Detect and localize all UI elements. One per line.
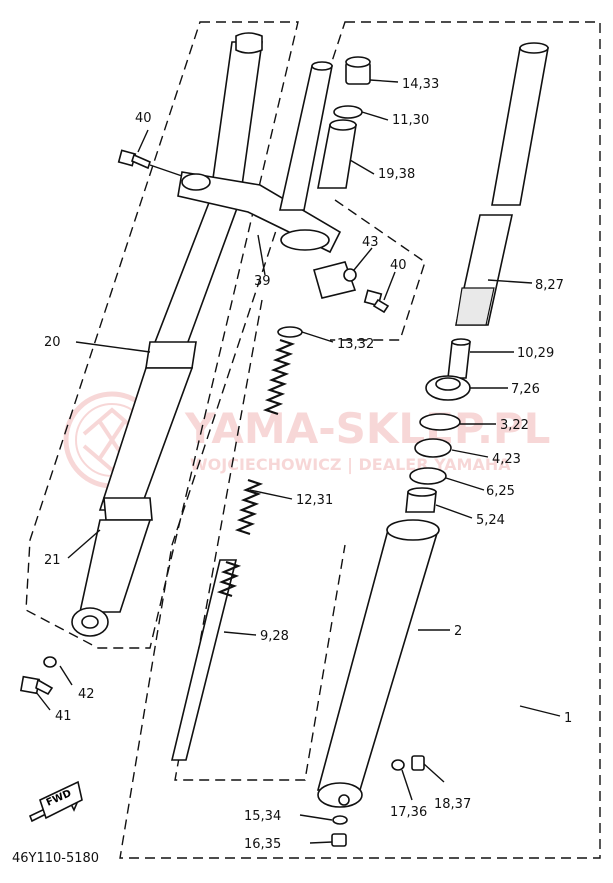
- watermark-subtitle: WOJCIECHOWICZ | DEALER YAMAHA: [190, 455, 511, 475]
- label-10: 10,29: [517, 346, 554, 361]
- seal-7: [425, 375, 471, 401]
- bracket-group-outline: [330, 199, 426, 341]
- washer-17: [391, 759, 405, 771]
- bushing-5: [405, 487, 437, 513]
- label-2: 2: [454, 624, 462, 639]
- washer-13: [277, 326, 303, 338]
- label-17: 17,36: [390, 805, 427, 820]
- label-6: 6,25: [486, 484, 515, 499]
- label-12: 12,31: [296, 493, 333, 508]
- label-3: 3,22: [500, 418, 529, 433]
- label-43: 43: [362, 235, 379, 250]
- clip-3: [419, 413, 461, 431]
- damper-group-outline: [174, 299, 346, 781]
- label-19: 19,38: [378, 167, 415, 182]
- label-40-right: 40: [390, 258, 407, 273]
- seal-4: [414, 438, 452, 458]
- washer-42: [43, 656, 57, 668]
- label-41: 41: [55, 709, 72, 724]
- o-ring-11: [333, 105, 363, 119]
- label-39: 39: [254, 274, 271, 289]
- damper-rod-9: [170, 559, 238, 761]
- bolt-41: [19, 675, 54, 696]
- label-5: 5,24: [476, 513, 505, 528]
- left-fork-group-outline: [25, 21, 299, 649]
- diagram-code: 46Y110-5180: [12, 851, 99, 866]
- bolt-16: [331, 833, 347, 847]
- label-20: 20: [44, 335, 61, 350]
- bolt-40-right: [363, 289, 390, 314]
- label-1: 1: [564, 711, 572, 726]
- label-21: 21: [44, 553, 61, 568]
- cap-bolt-14: [345, 56, 371, 85]
- bolt-18: [411, 755, 425, 771]
- left-fork-assembly: [71, 32, 342, 637]
- main-assembly-outline: [119, 21, 601, 859]
- bushing-10: [447, 338, 471, 379]
- outer-tube-2: [316, 519, 440, 808]
- washer-15: [332, 815, 348, 825]
- label-18: 18,37: [434, 797, 471, 812]
- label-42: 42: [78, 687, 95, 702]
- label-8: 8,27: [535, 278, 564, 293]
- inner-tube-8: [455, 42, 549, 326]
- bracket-43: [313, 261, 357, 299]
- bolt-40-left: [117, 149, 151, 170]
- label-14: 14,33: [402, 77, 439, 92]
- label-9: 9,28: [260, 629, 289, 644]
- label-4: 4,23: [492, 452, 521, 467]
- label-15: 15,34: [244, 809, 281, 824]
- label-11: 11,30: [392, 113, 429, 128]
- label-40-left: 40: [135, 111, 152, 126]
- label-7: 7,26: [511, 382, 540, 397]
- label-13: 13,32: [337, 337, 374, 352]
- washer-6: [409, 467, 447, 485]
- leader-lines: [35, 79, 561, 844]
- spring-12: [216, 338, 296, 598]
- spacer-19: [317, 119, 357, 189]
- fwd-arrow-icon: FWD: [28, 780, 83, 823]
- watermark-title: YAMA-SKLEP.PL: [184, 404, 550, 453]
- label-16: 16,35: [244, 837, 281, 852]
